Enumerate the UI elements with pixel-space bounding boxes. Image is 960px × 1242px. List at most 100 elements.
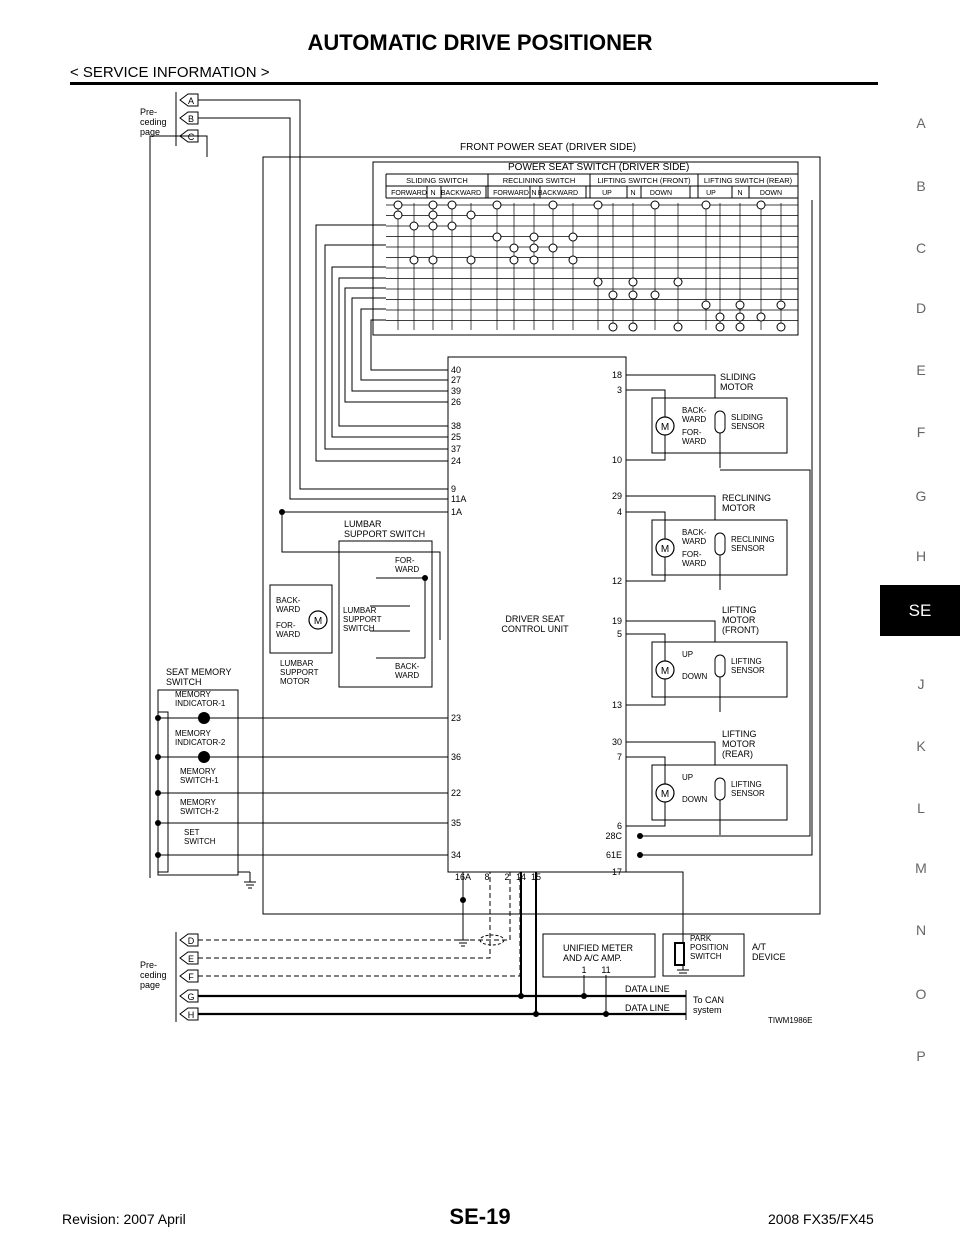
switch-contact (608, 322, 618, 332)
wire-sensor-bus (640, 469, 811, 837)
switch-contact (673, 322, 683, 332)
switch-position-label: DOWN (760, 190, 782, 197)
unified-meter-box (542, 933, 656, 978)
switch-group-label: RECLINING SWITCH (503, 176, 576, 185)
motor-m: M (661, 789, 669, 800)
motor-m: M (661, 544, 669, 555)
lumbar-motor-symbol (308, 610, 328, 630)
switch-contact (593, 277, 603, 287)
sensor-symbol (714, 410, 726, 434)
section-tab-g[interactable]: G (915, 488, 927, 504)
switch-contact (529, 255, 539, 265)
section-tab-active[interactable]: SE (880, 585, 960, 636)
left-terminal: 34 (451, 850, 461, 860)
section-tab-k[interactable]: K (916, 738, 926, 754)
junction-dot (603, 1011, 609, 1017)
data-line-label-2: DATA LINE (625, 1003, 670, 1013)
switch-contact (447, 200, 457, 210)
switch-contact (776, 300, 786, 310)
wire-switch-terminal (344, 287, 448, 403)
switch-contact (608, 290, 618, 300)
switch-position-label: UP (602, 190, 612, 197)
wire-switch-terminal (324, 244, 448, 450)
switch-contact (735, 312, 745, 322)
switch-contact (466, 210, 476, 220)
left-terminal: 9 (451, 484, 456, 494)
lumbar-m: M (314, 616, 322, 627)
motor-dir1: BACK-WARD (682, 406, 707, 424)
right-terminal: 17 (612, 867, 622, 877)
wire-motor (626, 633, 666, 661)
right-terminal: 5 (617, 629, 622, 639)
switch-contact (756, 312, 766, 322)
right-terminal: 12 (612, 576, 622, 586)
section-tab-h[interactable]: H (915, 548, 927, 564)
connector-label: D (188, 936, 195, 946)
left-terminal: 38 (451, 421, 461, 431)
motor-dir1: UP (682, 773, 693, 782)
section-index: A B C D E F G H SE J K L M N O P (880, 0, 960, 1242)
switch-contact (735, 322, 745, 332)
wire-switch-terminal (360, 308, 448, 381)
shield (479, 934, 505, 946)
junction-dot (533, 1011, 539, 1017)
junction-dot (518, 993, 524, 999)
section-tab-f[interactable]: F (916, 424, 926, 440)
section-tab-m[interactable]: M (915, 860, 927, 876)
section-tab-c[interactable]: C (915, 240, 927, 256)
meter-terminal-1: 1 (581, 965, 586, 975)
switch-contact (409, 221, 419, 231)
section-tab-p[interactable]: P (916, 1048, 926, 1064)
section-tab-n[interactable]: N (915, 922, 927, 938)
wire-b (198, 117, 448, 500)
switch-contact (701, 300, 711, 310)
wire-switch-terminal (338, 277, 448, 427)
left-terminal: 27 (451, 375, 461, 385)
left-terminal: 22 (451, 788, 461, 798)
section-tab-b[interactable]: B (916, 178, 926, 194)
left-terminal: 36 (451, 752, 461, 762)
connector-label: A (188, 96, 194, 106)
right-terminal: 19 (612, 616, 622, 626)
switch-contact (548, 243, 558, 253)
switch-group-label: LIFTING SWITCH (REAR) (704, 176, 793, 185)
right-terminal: 28C (605, 831, 622, 841)
wire-f (198, 872, 521, 977)
section-tab-a[interactable]: A (916, 115, 926, 131)
switch-position-label: N (630, 190, 635, 197)
junction-dot (637, 852, 643, 858)
data-line-label-1: DATA LINE (625, 984, 670, 994)
section-tab-j[interactable]: J (917, 676, 925, 692)
section-tab-e[interactable]: E (916, 362, 926, 378)
section-tab-o[interactable]: O (915, 986, 927, 1002)
switch-contact (701, 200, 711, 210)
lumbar-fwd: FOR-WARD (395, 556, 419, 574)
switch-contact (548, 200, 558, 210)
wire-motor (626, 802, 666, 827)
section-tab-l[interactable]: L (917, 800, 925, 816)
switch-contact (393, 210, 403, 220)
lumbar-motor-dir1: BACK-WARD (276, 596, 301, 614)
switch-group-label: SLIDING SWITCH (406, 176, 468, 185)
bottom-terminal: 8 (484, 872, 489, 882)
motor-m: M (661, 422, 669, 433)
switch-contact (715, 312, 725, 322)
connector-label: G (187, 992, 194, 1002)
wire-ground-return (149, 135, 198, 878)
park-switch-box (662, 933, 745, 977)
switch-contact (628, 290, 638, 300)
section-tab-d[interactable]: D (915, 300, 927, 316)
right-terminal: 18 (612, 370, 622, 380)
wire-switch-terminal (370, 319, 448, 371)
switch-position-label: N (531, 190, 536, 197)
sensor-symbol (714, 532, 726, 556)
